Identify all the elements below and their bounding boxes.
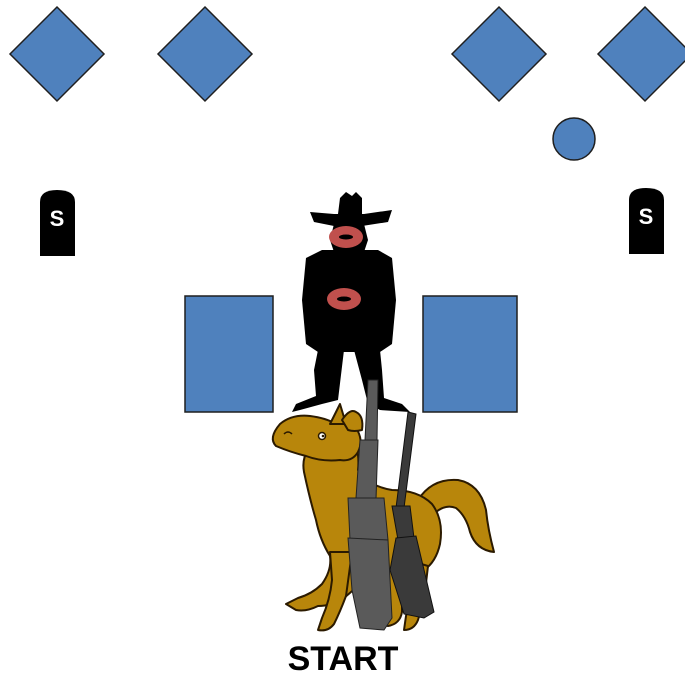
rifle-forend bbox=[356, 440, 378, 498]
silhouette-hat-crown bbox=[338, 192, 362, 214]
circle-target bbox=[553, 118, 595, 160]
diamond-target-4 bbox=[598, 7, 685, 101]
rifle-receiver bbox=[348, 498, 388, 540]
silhouette-left-leg bbox=[292, 350, 344, 412]
diamond-target-3 bbox=[452, 7, 546, 101]
horse-eye-pupil bbox=[322, 435, 325, 438]
rectangle-target-left bbox=[185, 296, 273, 412]
hit-zone-body-center bbox=[337, 297, 351, 302]
rectangle-target-right bbox=[423, 296, 517, 412]
silhouette-right-leg bbox=[354, 350, 410, 412]
shotgun-marker-right-label: S bbox=[639, 204, 654, 229]
shotgun-marker-left: S bbox=[40, 190, 75, 256]
diamond-target-1 bbox=[10, 7, 104, 101]
cowboy-silhouette-icon bbox=[292, 192, 410, 412]
diamond-target-2 bbox=[158, 7, 252, 101]
shotgun-marker-left-label: S bbox=[50, 206, 65, 231]
start-label: START bbox=[288, 640, 399, 675]
rifle-stock bbox=[348, 538, 392, 630]
hit-zone-head-center bbox=[339, 235, 353, 240]
shotgun-marker-right: S bbox=[629, 188, 664, 254]
